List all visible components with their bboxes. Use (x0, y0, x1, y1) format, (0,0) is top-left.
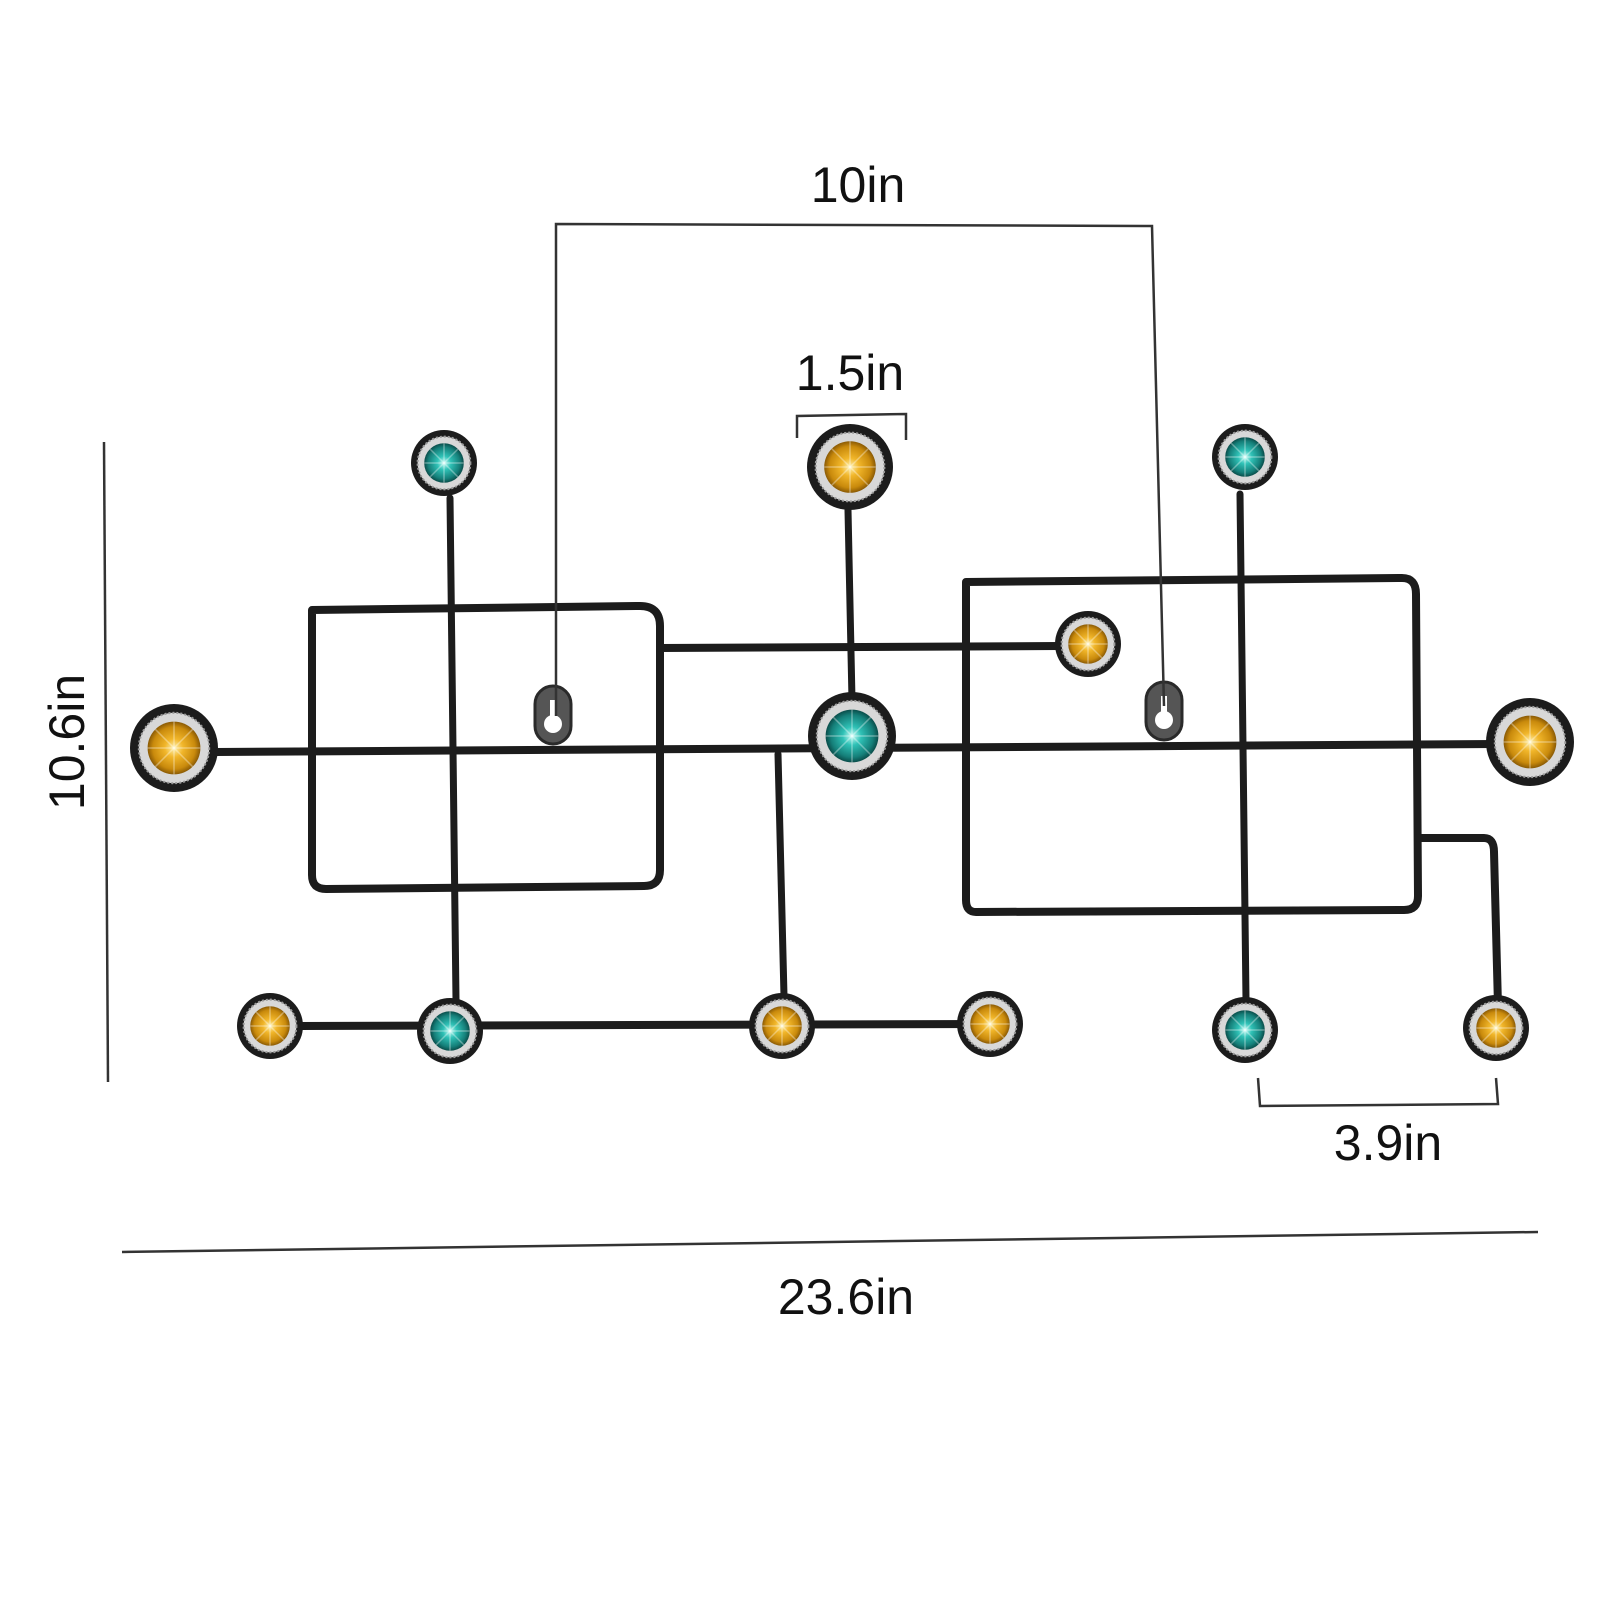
right-square-frame (962, 574, 1422, 916)
keyhole-left (533, 684, 573, 746)
amber-gem-hook (749, 993, 815, 1059)
amber-gem-hook (1463, 995, 1529, 1061)
stem-center (844, 506, 856, 704)
gem-hooks (130, 424, 1574, 1064)
dimension-23.6in: 23.6in (121, 1230, 1539, 1325)
dimension-label-10in: 10in (811, 157, 906, 213)
stem-left (446, 494, 460, 1004)
amber-gem-hook (130, 704, 218, 792)
amber-gem-hook (237, 993, 303, 1059)
stem-right (1236, 490, 1250, 1004)
right-elbow-bar (1414, 834, 1502, 1010)
teal-gem-hook (1212, 424, 1278, 490)
stem-mid-low (774, 750, 788, 1000)
dimension-label-10.6in: 10.6in (39, 674, 95, 810)
left-square-frame (308, 602, 664, 893)
dimension-10in: 10in (554, 157, 1166, 716)
teal-gem-hook (417, 998, 483, 1064)
dimension-1.5in: 1.5in (795, 345, 908, 440)
amber-gem-hook (1486, 698, 1574, 786)
bottom-horizontal-bar (296, 1020, 994, 1030)
dimension-label-3.9in: 3.9in (1334, 1115, 1442, 1171)
teal-gem-hook (808, 692, 896, 780)
metal-frame (212, 490, 1502, 1030)
amber-gem-hook (807, 424, 893, 510)
dimension-label-1.5in: 1.5in (796, 345, 904, 401)
dimension-label-23.6in: 23.6in (778, 1269, 914, 1325)
amber-gem-hook (1055, 611, 1121, 677)
amber-gem-hook (957, 991, 1023, 1057)
upper-connector-bar (656, 642, 1064, 652)
dimension-10.6in: 10.6in (39, 441, 110, 1083)
teal-gem-hook (411, 430, 477, 496)
dimension-3.9in: 3.9in (1256, 1077, 1500, 1171)
teal-gem-hook (1212, 997, 1278, 1063)
